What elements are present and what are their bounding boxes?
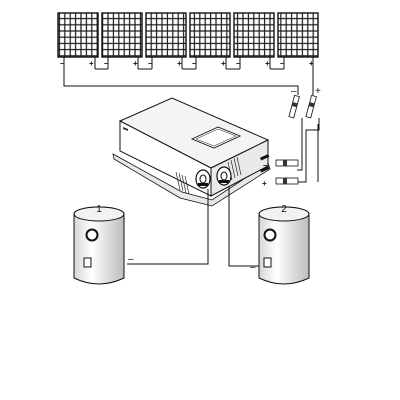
panel-plus-terminal-label: + — [133, 59, 138, 68]
inverter-unit-icon — [112, 97, 271, 207]
panel-string-wiring — [63, 57, 314, 95]
solar-panel-icon: –+ — [233, 12, 275, 68]
panel-plus-terminal-label: + — [265, 59, 270, 68]
tank-2-wire-label: – — [250, 262, 256, 273]
inverter-output-knob-1 — [195, 169, 211, 189]
solar-panel-icon: –+ — [101, 12, 143, 68]
panel-minus-terminal-label: – — [236, 59, 241, 68]
panel-minus-terminal-label: – — [192, 59, 197, 68]
inverter-output-knob-2 — [216, 166, 232, 186]
tank-output-wiring — [127, 186, 262, 267]
water-heater-tank-1: 1 – — [73, 204, 134, 285]
solar-panel-icon: –+ — [189, 12, 231, 68]
panel-minus-terminal-label: – — [148, 59, 153, 68]
connector-plus-label: + — [315, 86, 321, 97]
inverter-plus-label: + — [262, 179, 267, 188]
panel-plus-terminal-label: + — [309, 59, 314, 68]
solar-panel-icon: –+ — [277, 12, 319, 68]
solar-panel-array: –+–+–+–+–+–+ — [57, 12, 319, 68]
panel-plus-terminal-label: + — [221, 59, 226, 68]
panel-plus-terminal-label: + — [89, 59, 94, 68]
solar-panel-icon: –+ — [145, 12, 187, 68]
tank-1-number: 1 — [96, 204, 102, 215]
connector-minus-label: – — [291, 86, 297, 97]
inverter-input-wiring — [297, 118, 320, 183]
tank-2-number: 2 — [281, 204, 287, 215]
inverter-minus-label: – — [263, 161, 268, 170]
tank-1-wire-label: – — [128, 254, 134, 265]
inverter-input-plugs: – + — [262, 159, 299, 188]
connector-minus-icon — [288, 94, 300, 119]
solar-panel-icon: –+ — [57, 12, 99, 68]
panel-output-connectors: – + — [288, 86, 321, 119]
connector-plus-icon — [305, 94, 317, 119]
panel-minus-terminal-label: – — [280, 59, 285, 68]
water-heater-tank-2: 2 – — [250, 204, 310, 285]
panel-plus-terminal-label: + — [177, 59, 182, 68]
panel-minus-terminal-label: – — [104, 59, 109, 68]
inverter-dc-input-sockets — [259, 153, 270, 173]
panel-minus-terminal-label: – — [60, 59, 65, 68]
